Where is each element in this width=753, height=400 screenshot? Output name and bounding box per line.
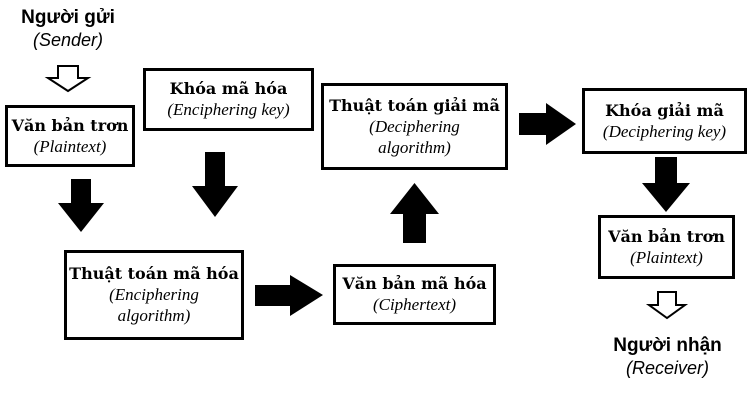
ciphertext-subtitle: (Ciphertext) bbox=[372, 295, 457, 314]
enciphering-algorithm-box: Thuật toán mã hóa (Enciphering algorithm… bbox=[64, 250, 244, 340]
enciphering-key-title: Khóa mã hóa bbox=[169, 79, 288, 98]
hollow-arrow-down-icon bbox=[645, 291, 689, 320]
enciphering-algorithm-title: Thuật toán mã hóa bbox=[69, 264, 239, 283]
enciphering-key-subtitle: (Enciphering key) bbox=[167, 100, 290, 119]
receiver-subtitle: (Receiver) bbox=[625, 358, 709, 378]
plaintext-output-title: Văn bản trơn bbox=[608, 226, 725, 246]
deciphering-key-box: Khóa giải mã (Deciphering key) bbox=[582, 88, 747, 154]
enciphering-algorithm-subtitle-line1: (Enciphering bbox=[109, 285, 199, 304]
deciphering-algorithm-subtitle-line2: algorithm) bbox=[378, 137, 451, 157]
arrow-down-plaintext-to-algorithm bbox=[58, 179, 104, 232]
deciphering-key-subtitle: (Deciphering key) bbox=[602, 121, 727, 141]
sender-label: Người gửi (Sender) bbox=[0, 6, 136, 51]
arrow-up-ciphertext-to-decipher bbox=[390, 183, 439, 243]
plaintext-output-box: Văn bản trơn (Plaintext) bbox=[598, 215, 735, 279]
arrow-right-decipher-to-key bbox=[519, 103, 576, 145]
sender-title: Người gửi bbox=[21, 7, 115, 28]
enciphering-algorithm-subtitle-line2: algorithm) bbox=[117, 306, 191, 325]
deciphering-key-title: Khóa giải mã bbox=[605, 100, 724, 120]
arrow-down-key-to-plaintext bbox=[642, 157, 690, 212]
deciphering-algorithm-box: Thuật toán giải mã (Deciphering algorith… bbox=[321, 83, 508, 170]
arrow-right-algorithm-to-ciphertext bbox=[255, 275, 323, 316]
arrow-down-key-to-algorithm bbox=[192, 152, 238, 217]
plaintext-box-subtitle: (Plaintext) bbox=[33, 136, 107, 156]
sender-subtitle: (Sender) bbox=[32, 30, 104, 50]
ciphertext-box: Văn bản mã hóa (Ciphertext) bbox=[333, 264, 496, 325]
plaintext-box-title: Văn bản trơn bbox=[11, 115, 129, 135]
ciphertext-title: Văn bản mã hóa bbox=[342, 274, 487, 293]
receiver-label: Người nhận (Receiver) bbox=[590, 334, 745, 379]
deciphering-algorithm-title: Thuật toán giải mã bbox=[329, 95, 500, 115]
plaintext-box: Văn bản trơn (Plaintext) bbox=[5, 105, 135, 167]
plaintext-output-subtitle: (Plaintext) bbox=[630, 247, 703, 267]
deciphering-algorithm-subtitle-line1: (Deciphering bbox=[369, 116, 460, 136]
enciphering-key-box: Khóa mã hóa (Enciphering key) bbox=[143, 68, 314, 131]
hollow-arrow-down-icon bbox=[44, 65, 92, 93]
receiver-title: Người nhận bbox=[613, 335, 722, 356]
